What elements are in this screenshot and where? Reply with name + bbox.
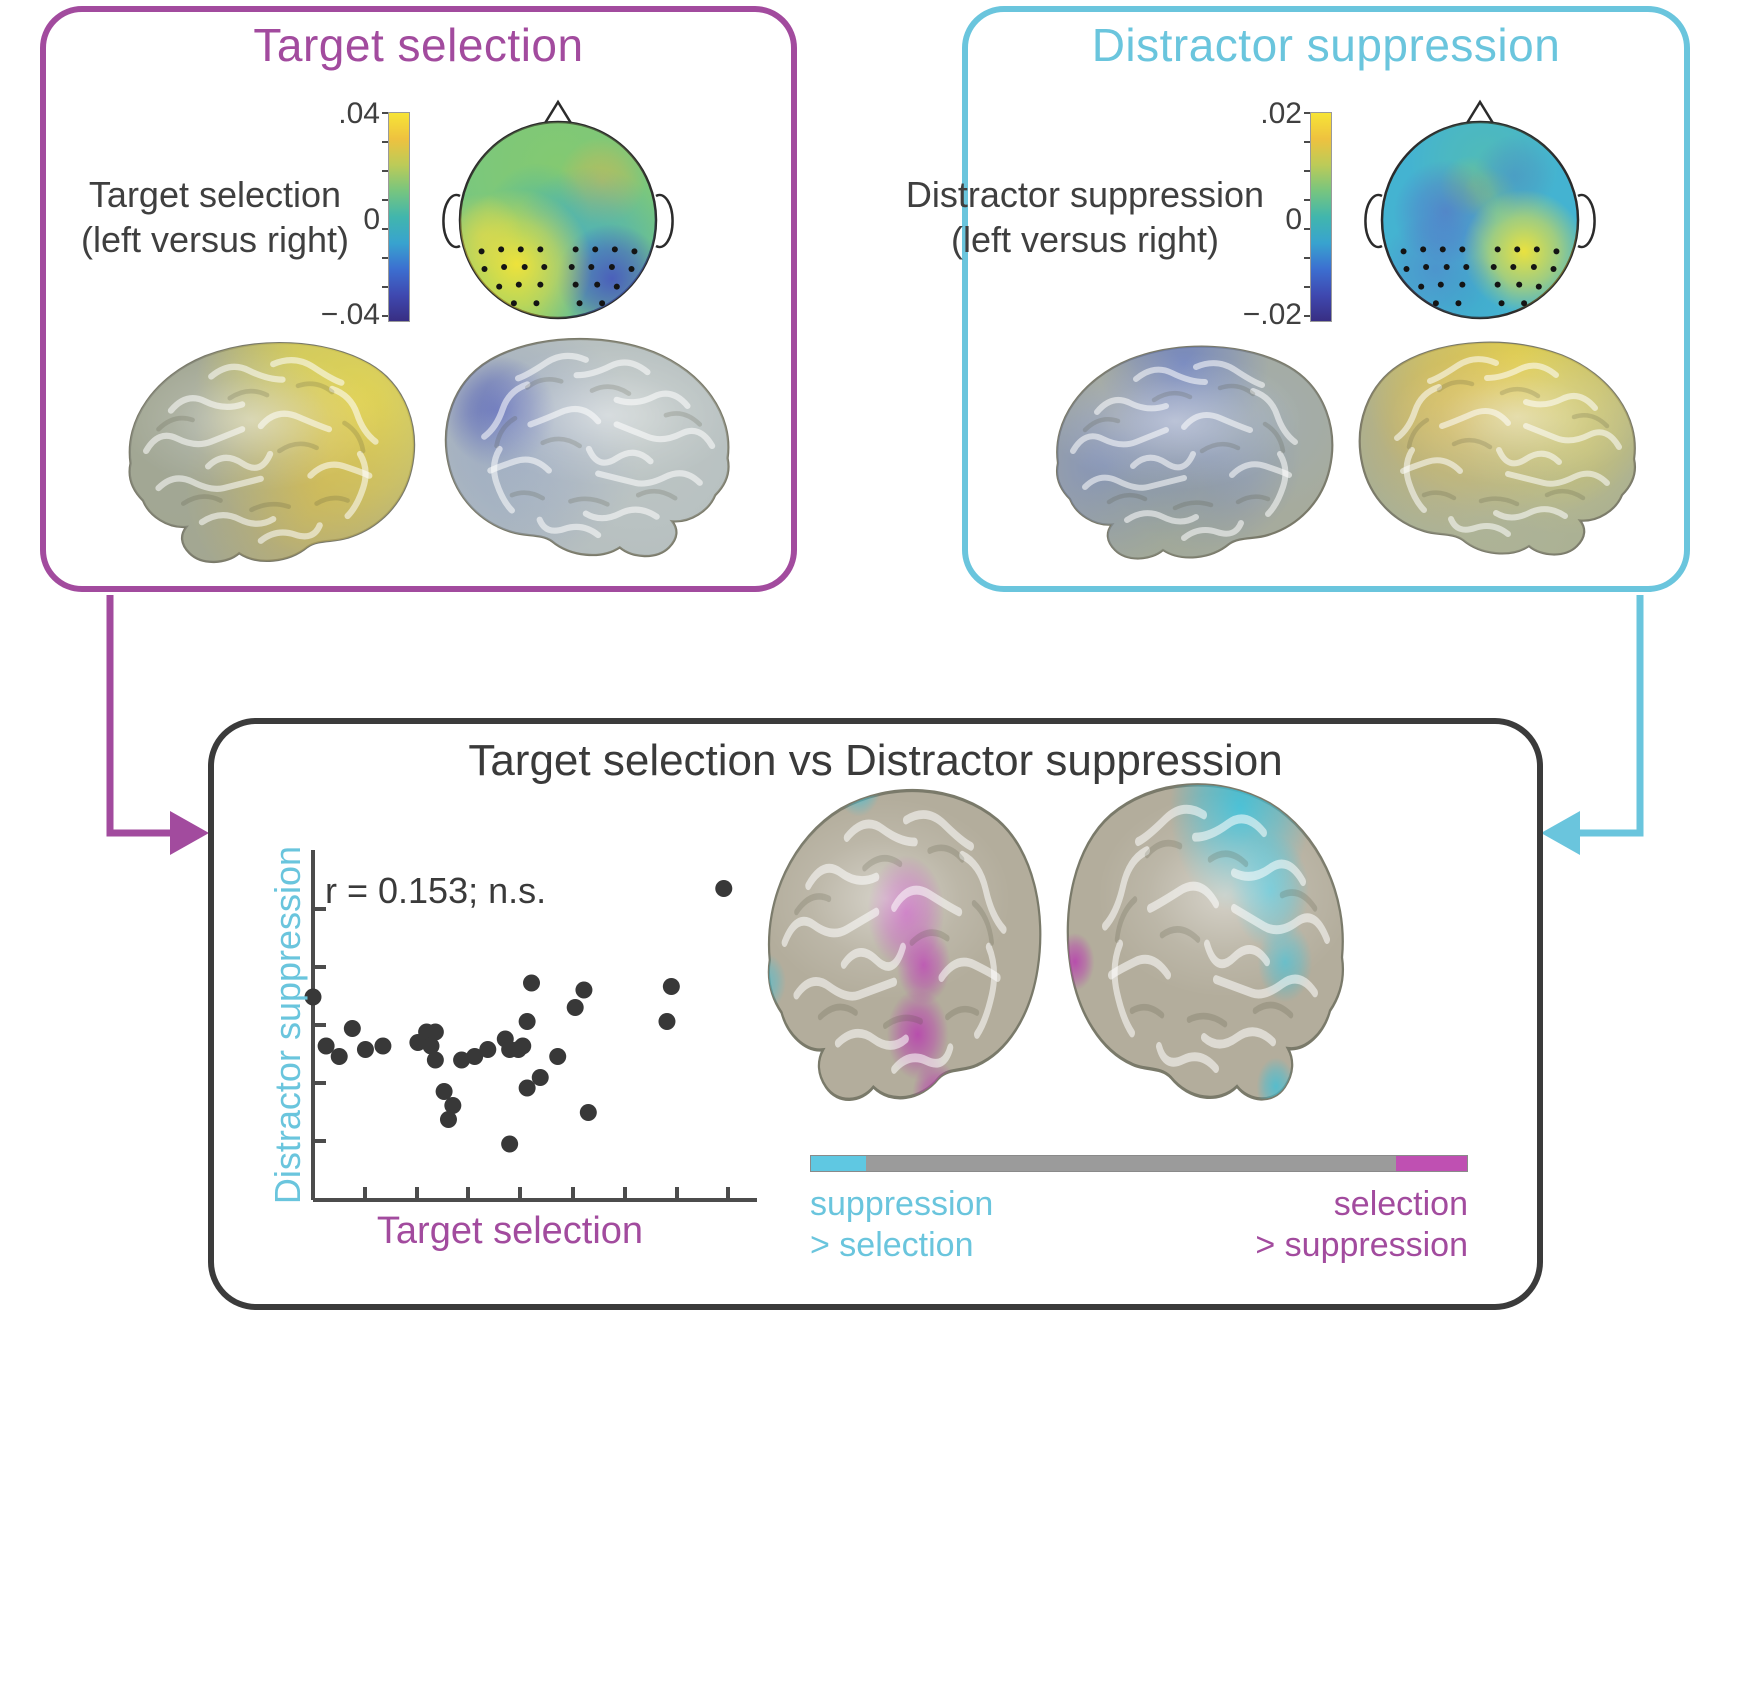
- distractor-arrowhead-icon: [1541, 811, 1580, 855]
- distractor-map-label-line1: Distractor suppression: [905, 174, 1265, 215]
- legend-left-line1: suppression: [810, 1185, 994, 1223]
- distractor-brain-right-hemisphere: [1358, 341, 1637, 556]
- ear-right-icon: [1577, 193, 1596, 249]
- comparison-panel: [208, 718, 1543, 1310]
- legend-left-line2: > selection: [810, 1226, 974, 1264]
- correlation-annotation: r = 0.153; n.s.: [325, 870, 547, 911]
- contrast-colorbar-suppression-segment: [811, 1156, 866, 1171]
- legend-right-line2: > suppression: [1255, 1226, 1468, 1264]
- target-brain-right-hemisphere: [444, 337, 730, 558]
- comparison-panel-title: Target selection vs Distractor suppressi…: [468, 736, 1283, 785]
- target-map-label: Target selection (left versus right): [65, 172, 365, 262]
- target-map-label-line2: (left versus right): [80, 219, 350, 260]
- target-topomap: [442, 99, 674, 320]
- target-selection-panel: [40, 6, 797, 592]
- distractor-panel-title: Distractor suppression: [1091, 19, 1561, 71]
- distractor-colorbar: [1310, 112, 1332, 322]
- legend-selection-gt-suppression: selection > suppression: [1068, 1184, 1468, 1266]
- target-colorbar-max: .04: [338, 97, 380, 130]
- distractor-map-label: Distractor suppression (left versus righ…: [895, 172, 1275, 262]
- target-map-label-line1: Target selection: [88, 174, 342, 215]
- comparison-brain-left-hemisphere: [767, 788, 1042, 1101]
- target-brain-left-hemisphere: [128, 341, 416, 564]
- contrast-colorbar-selection-segment: [1396, 1156, 1467, 1171]
- distractor-brain-left-hemisphere: [1055, 345, 1334, 560]
- contrast-colorbar: [810, 1155, 1468, 1172]
- scatter-points: [304, 880, 733, 1153]
- distractor-colorbar-zero: 0: [1285, 203, 1302, 236]
- distractor-colorbar-ticks: [1304, 112, 1310, 322]
- comparison-brain-right-hemisphere: [1066, 783, 1345, 1101]
- scatter-plot: [304, 850, 757, 1202]
- ear-left-icon: [442, 193, 461, 249]
- scatter-axes: [311, 850, 757, 1202]
- ear-right-icon: [655, 193, 674, 249]
- distractor-topomap: [1364, 99, 1596, 320]
- legend-right-line1: selection: [1333, 1185, 1468, 1223]
- distractor-map-label-line2: (left versus right): [950, 219, 1220, 260]
- target-colorbar-ticks: [382, 112, 388, 322]
- distractor-colorbar-min: −.02: [1242, 298, 1302, 331]
- scatter-xlabel: Target selection: [376, 1210, 644, 1252]
- distractor-suppression-panel: [962, 6, 1690, 592]
- scatter-ylabel: Distractor suppression: [267, 845, 308, 1205]
- target-arrow-line: [106, 595, 172, 837]
- ear-left-icon: [1364, 193, 1383, 249]
- distractor-topomap-field: [1382, 122, 1578, 318]
- target-panel-title: Target selection: [253, 19, 584, 71]
- distractor-arrow-line: [1578, 595, 1644, 837]
- target-colorbar: [388, 112, 410, 322]
- distractor-topomap-electrodes: [1400, 246, 1560, 307]
- target-arrowhead-icon: [170, 811, 209, 855]
- target-colorbar-min: −.04: [320, 298, 380, 331]
- target-colorbar-zero: 0: [363, 203, 380, 236]
- target-topomap-electrodes: [478, 246, 638, 307]
- legend-suppression-gt-selection: suppression > selection: [810, 1184, 1210, 1266]
- distractor-colorbar-max: .02: [1260, 97, 1302, 130]
